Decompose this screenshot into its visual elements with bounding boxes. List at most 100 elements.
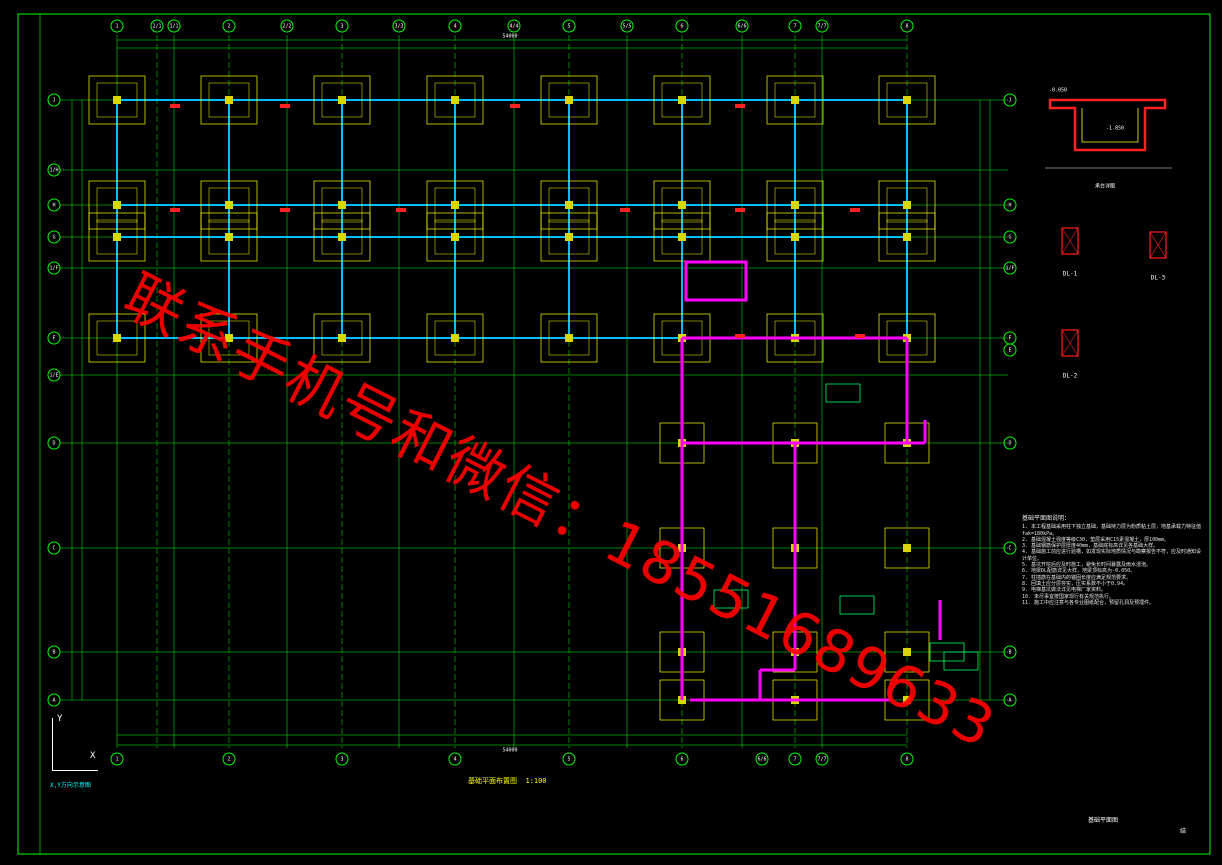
footing-outline — [884, 631, 930, 673]
grid-bubble-left — [47, 541, 61, 555]
footing-outline — [878, 212, 936, 262]
drawing-frame — [17, 13, 1211, 855]
column — [225, 233, 233, 241]
beam-section-cross — [1061, 227, 1079, 255]
notes-line: 9. 电梯基坑做法详见电梯厂家资料。 — [1022, 587, 1107, 594]
grid-bubble-top — [448, 19, 462, 33]
beam-section-cross — [1149, 231, 1167, 259]
grid-bubble-right — [1003, 645, 1017, 659]
footing-step — [548, 187, 590, 223]
notes-line: 4. 基础施工前应进行验槽，如发现实际地质情况与勘察报告不符，应及时通知设计单位… — [1022, 549, 1202, 562]
footing-outline — [200, 75, 258, 125]
grid-bubble-top-label: 2/2 — [282, 24, 291, 30]
footing-outline — [653, 212, 711, 262]
grid-bubble-bottom-label: 7 — [793, 757, 796, 763]
grid-bubble-bottom-label: 4 — [453, 757, 456, 763]
grid-bubble-bottom-label: 7/7 — [817, 757, 826, 763]
grid-bubble-left-label: D — [52, 441, 55, 447]
grid-bubble-bottom — [755, 752, 769, 766]
elevator-pit-wall — [684, 260, 748, 302]
section-elevation-top: -0.050 — [1049, 88, 1067, 94]
footing-step — [548, 219, 590, 255]
grid-bubble-top — [815, 19, 829, 33]
column — [903, 96, 911, 104]
footing-outline — [540, 75, 598, 125]
grid-bubble-right — [1003, 93, 1017, 107]
column — [791, 233, 799, 241]
beam-section-dl1 — [1061, 227, 1079, 255]
grid-bubble-top — [110, 19, 124, 33]
beam-section-dl2 — [1061, 329, 1079, 357]
grid-bubble-left-label: F — [52, 336, 55, 342]
grid-bubble-left-label: C — [52, 546, 55, 552]
reinforcement-table — [943, 651, 979, 671]
grid-bubble-bottom-label: 6/6 — [757, 757, 766, 763]
notes-line: 2. 基础混凝土强度等级C30，垫层采用C15素混凝土，厚100mm。 — [1022, 536, 1170, 543]
notes-line: 5. 基坑开挖后应及时施工，避免长时间暴露及雨水浸泡。 — [1022, 562, 1152, 569]
grid-bubble-left-label: H — [52, 203, 55, 209]
grid-bubble-bottom-label: 8 — [905, 757, 908, 763]
column — [113, 334, 121, 342]
grid-bubble-top-label: 5/5 — [622, 24, 631, 30]
column — [113, 201, 121, 209]
column — [338, 334, 346, 342]
footing-outline — [540, 180, 598, 230]
footing-step — [434, 320, 476, 356]
footing-step — [886, 219, 928, 255]
grid-bubble-left — [47, 368, 61, 382]
beam-section-label-dl3: DL-3 — [1151, 275, 1166, 282]
grid-bubble-left — [47, 93, 61, 107]
grid-bubble-left — [47, 436, 61, 450]
notes-line: 10. 未尽事宜按国家现行有关规范执行。 — [1022, 593, 1115, 600]
footing-step — [548, 82, 590, 118]
column — [451, 233, 459, 241]
footing-outline — [313, 180, 371, 230]
ucs-icon: Y X — [48, 712, 108, 792]
drawing-inner-frame — [39, 13, 1211, 855]
notes-title: 基础平面图说明： — [1022, 515, 1071, 522]
beam-tag — [170, 104, 180, 108]
footing-outline — [88, 313, 146, 363]
column — [791, 96, 799, 104]
grid-bubble-top — [167, 19, 181, 33]
grid-bubble-top — [675, 19, 689, 33]
grid-bubble-bottom-label: 1 — [115, 757, 118, 763]
reinforcement-table — [713, 589, 749, 609]
footing-step — [548, 320, 590, 356]
grid-bubble-top — [280, 19, 294, 33]
column — [225, 201, 233, 209]
grid-bubble-left-label: A — [52, 698, 55, 704]
footing-step — [661, 187, 703, 223]
footing-step — [434, 219, 476, 255]
footing-outline — [313, 75, 371, 125]
column — [565, 96, 573, 104]
column — [338, 201, 346, 209]
column — [225, 334, 233, 342]
grid-bubble-bottom — [788, 752, 802, 766]
footing-step — [434, 187, 476, 223]
reinforcement-table — [839, 595, 875, 615]
footing-outline — [878, 180, 936, 230]
footing-step — [208, 219, 250, 255]
beam-tag — [510, 104, 520, 108]
grid-bubble-left — [47, 261, 61, 275]
footing-outline — [540, 313, 598, 363]
grid-bubble-top — [335, 19, 349, 33]
grid-bubble-left-label: G — [52, 235, 55, 241]
grid-bubble-left — [47, 645, 61, 659]
notes-line: 8. 回填土应分层夯实，压实系数不小于0.94。 — [1022, 580, 1129, 587]
grid-bubble-right-label: E — [1008, 348, 1011, 354]
grid-bubble-top — [507, 19, 521, 33]
footing-step — [96, 320, 138, 356]
total-dimension-bottom: 54000 — [502, 748, 517, 754]
sheet-number: 结 — [1180, 828, 1187, 835]
column — [903, 233, 911, 241]
grid-bubble-top-label: 1 — [115, 24, 118, 30]
grid-bubble-right — [1003, 436, 1017, 450]
grid-bubble-right-label: H — [1008, 203, 1011, 209]
footing-outline — [426, 212, 484, 262]
beam-section-label-dl2: DL-2 — [1063, 373, 1078, 380]
beam-tag — [620, 208, 630, 212]
beam-tag — [735, 104, 745, 108]
